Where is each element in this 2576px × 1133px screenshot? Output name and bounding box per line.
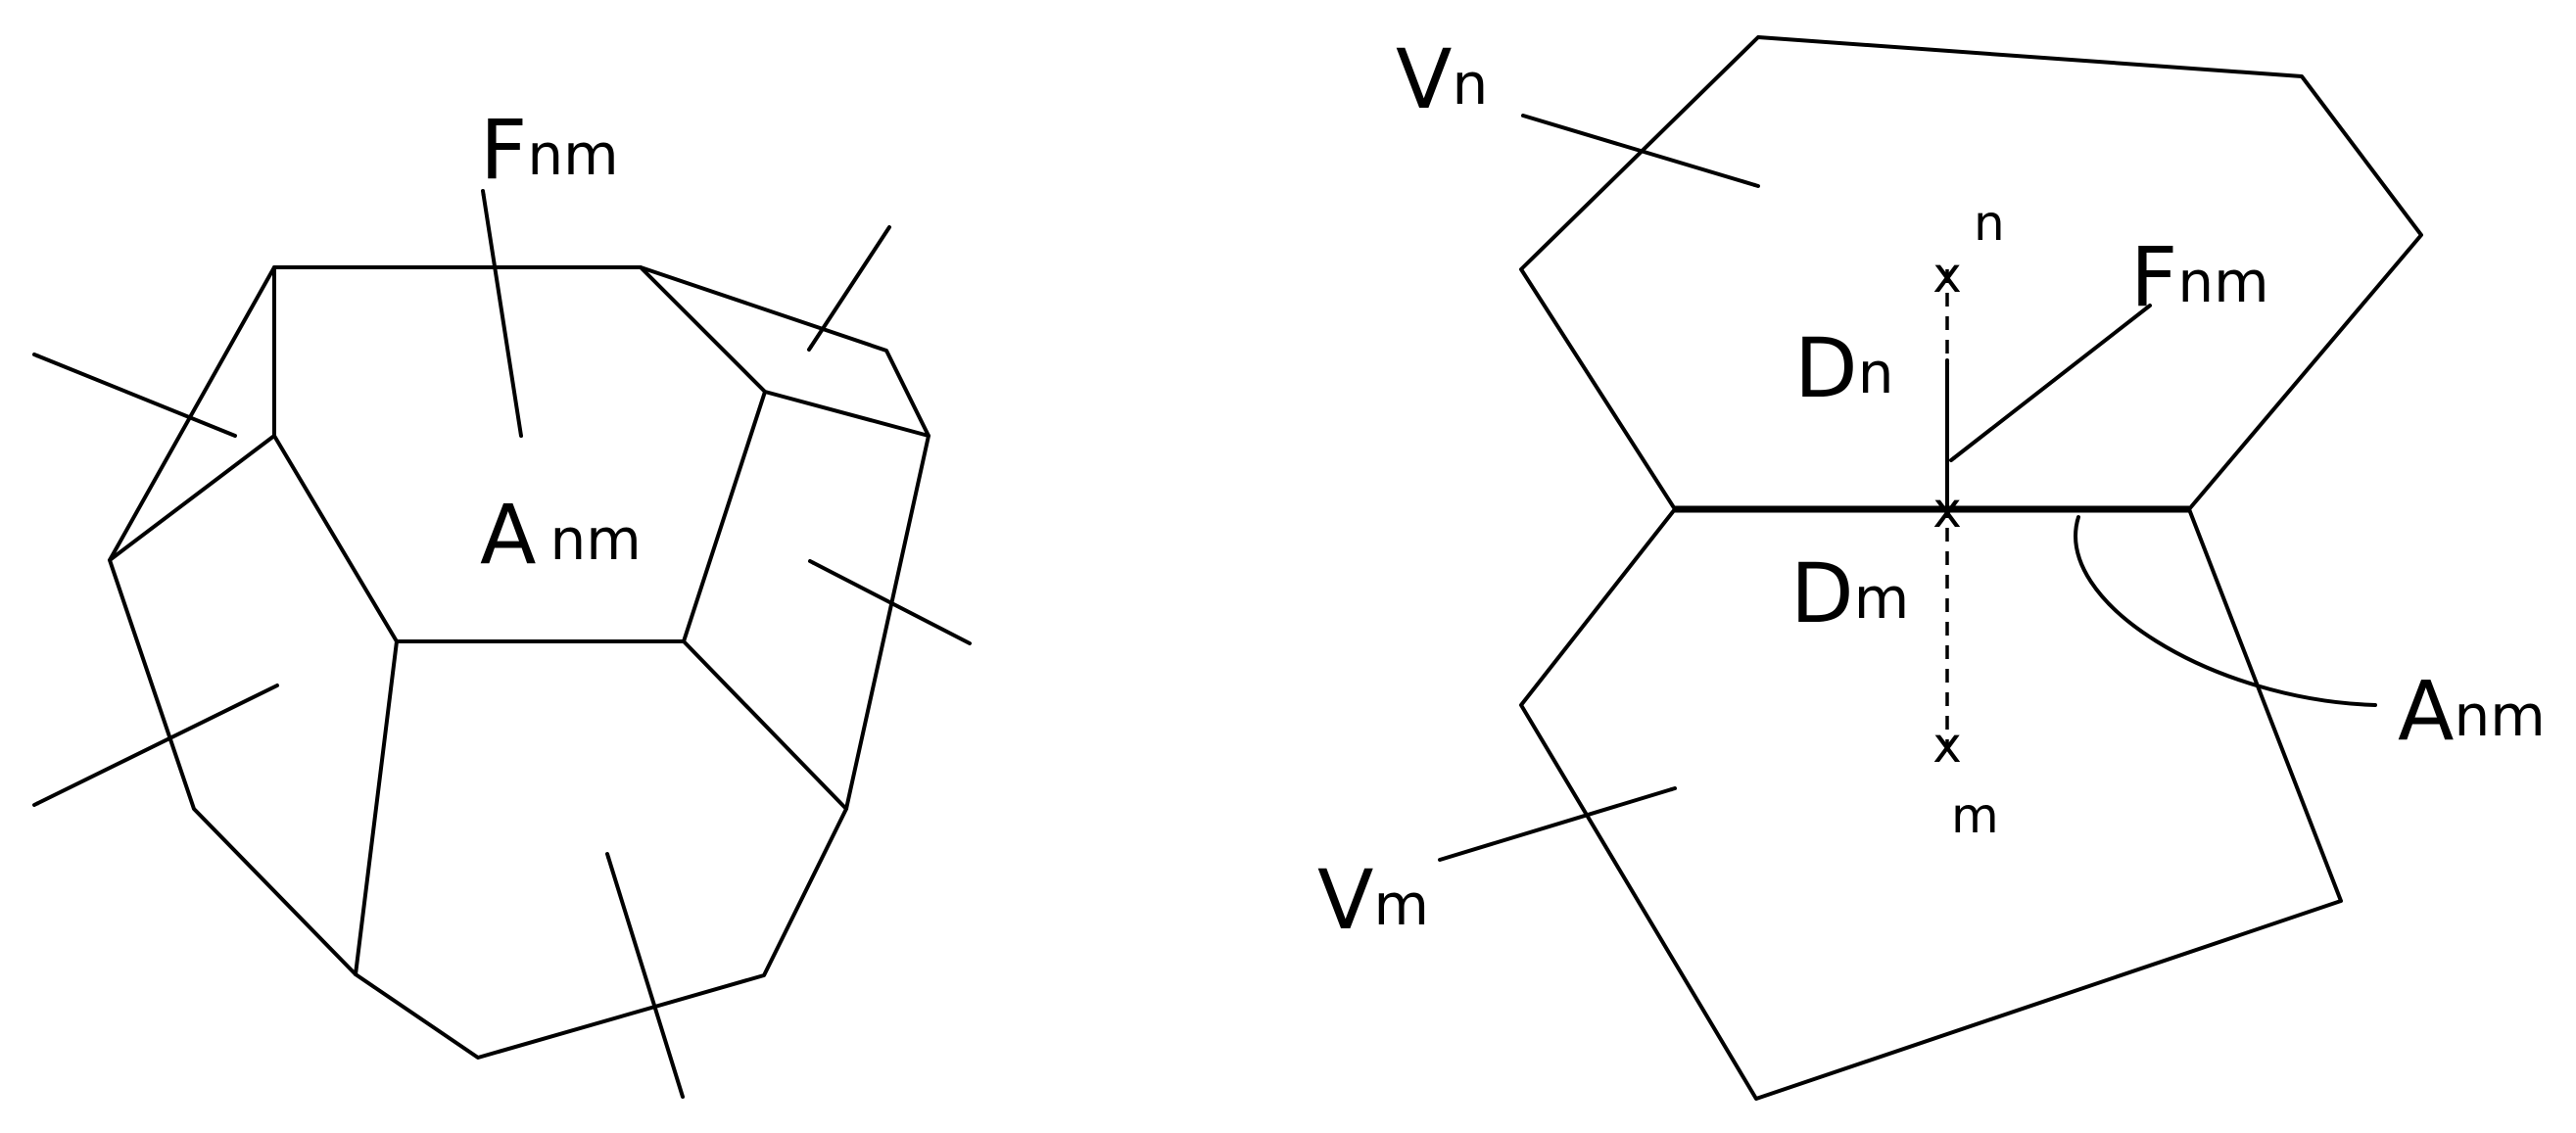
polyhedron-outline xyxy=(108,265,930,1060)
right-arrows xyxy=(1438,114,2377,862)
right-cells xyxy=(1519,35,2423,1101)
flux-arrow-top xyxy=(481,189,523,438)
flux-arrow-top-right xyxy=(807,225,891,352)
area-pointer xyxy=(2074,515,2377,707)
left-flux-label: Fnm xyxy=(480,102,619,198)
d-n-label: Dn xyxy=(1794,320,1893,416)
d-m-label: Dm xyxy=(1790,545,1909,641)
point-n-label: n xyxy=(1974,195,2005,252)
centre-m-marker: x xyxy=(1932,717,1962,774)
flux-arrow-bottom xyxy=(605,852,685,1099)
face-a-nm xyxy=(272,265,767,643)
volume-m-arrow xyxy=(1438,786,1677,862)
left-flux-arrows xyxy=(32,189,972,1099)
left-polyhedron xyxy=(108,265,930,1060)
cell-m xyxy=(1519,507,2343,1101)
flux-arrow-right xyxy=(808,559,972,645)
point-m-label: m xyxy=(1951,787,1999,844)
flux-arrow xyxy=(1949,304,2152,462)
cell-n xyxy=(1519,35,2423,511)
centre-n-marker: x xyxy=(1932,247,1962,304)
right-area-label: Anm xyxy=(2398,663,2546,759)
flux-arrow-left-down xyxy=(32,684,279,807)
volume-m-label: Vm xyxy=(1317,852,1429,948)
polyhedron-edges xyxy=(108,390,930,976)
volume-n-arrow xyxy=(1521,114,1760,188)
right-flux-label: Fnm xyxy=(2130,229,2269,325)
flux-arrow-left-up xyxy=(32,353,237,438)
volume-n-label: Vn xyxy=(1396,31,1488,127)
